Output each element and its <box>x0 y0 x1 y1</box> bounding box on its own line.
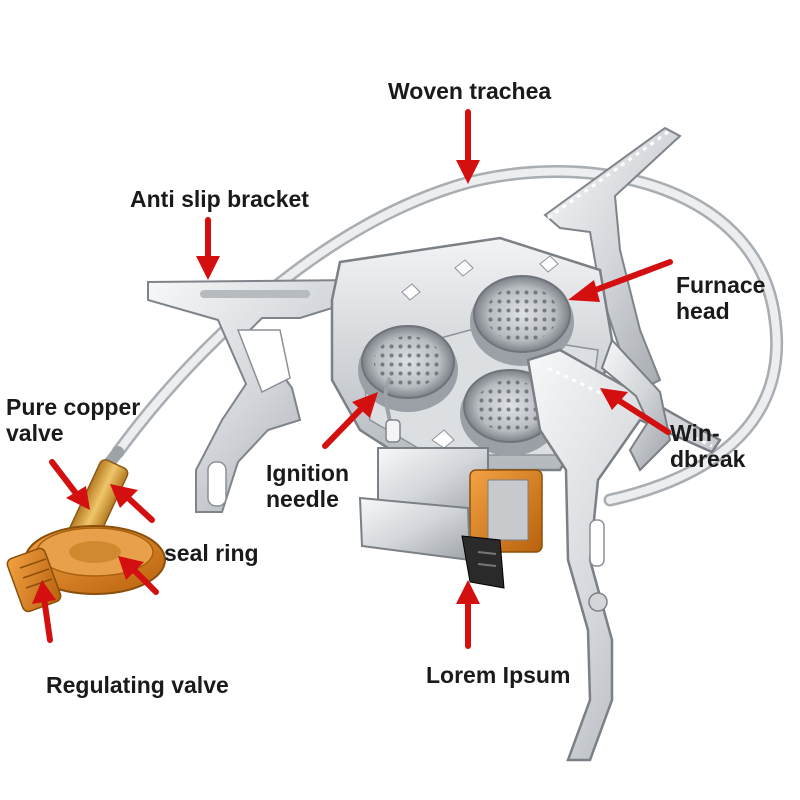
label-anti-slip-bracket: Anti slip bracket <box>130 186 309 212</box>
rear-support-leg <box>543 126 682 392</box>
arrow-anti-slip-bracket <box>196 217 220 280</box>
label-pure-copper-valve-line2: valve <box>6 420 64 446</box>
burner-rear <box>470 275 574 366</box>
label-ignition-needle-line2: needle <box>266 486 339 512</box>
arrow-windbreak <box>600 388 671 435</box>
arrow-woven-trachea <box>456 109 480 184</box>
label-pure-copper-valve-line1: Pure copper <box>6 394 141 420</box>
front-support-leg <box>526 348 722 762</box>
burner-left <box>358 325 458 412</box>
label-woven-trachea: Woven trachea <box>388 78 552 104</box>
label-seal-ring: seal ring <box>164 540 259 566</box>
label-regulating-valve: Regulating valve <box>46 672 229 698</box>
arrow-pure-copper-valve-1 <box>49 459 90 510</box>
label-ignition-needle-line1: Ignition <box>266 460 350 486</box>
igniter-switch <box>358 496 472 562</box>
pointer-arrows <box>32 109 673 649</box>
arrow-furnace-head <box>568 259 673 302</box>
left-support-leg <box>147 278 362 513</box>
arrow-regulating-valve <box>32 580 56 643</box>
label-lorem-ipsum: Lorem Ipsum <box>426 662 571 688</box>
label-windbreak-line2: dbreak <box>670 446 746 472</box>
arrow-pure-copper-valve-2 <box>110 484 155 523</box>
arrow-ignition-needle <box>322 392 378 449</box>
arrow-seal-ring <box>118 556 159 595</box>
label-windbreak-line1: Win- <box>670 420 720 446</box>
label-furnace-head-line1: Furnace <box>676 272 766 298</box>
arrow-lorem-ipsum <box>456 580 480 649</box>
label-furnace-head-line2: head <box>676 298 730 324</box>
